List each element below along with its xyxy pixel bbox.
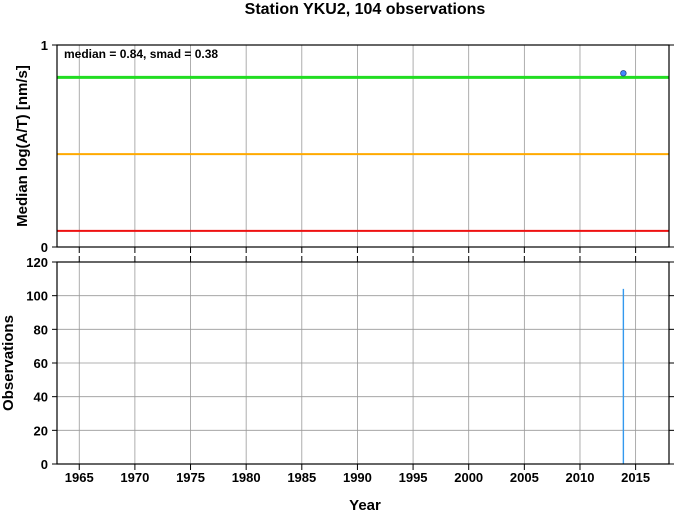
bottom-y-tick-label: 60 — [34, 356, 48, 371]
bottom-y-axis-label: Observations — [0, 315, 17, 411]
x-tick-label: 1990 — [343, 470, 372, 485]
x-tick-label: 1970 — [120, 470, 149, 485]
bottom-y-tick-label: 40 — [34, 390, 48, 405]
bottom-y-tick-label: 80 — [34, 322, 48, 337]
x-tick-label: 2005 — [510, 470, 539, 485]
top-y-tick-label: 1 — [41, 38, 48, 53]
x-axis-label: Year — [349, 497, 381, 511]
median-points — [620, 70, 627, 77]
top-y-axis-label: Median log(A/T) [nm/s] — [14, 65, 31, 227]
x-tick-label: 2010 — [566, 470, 595, 485]
bottom-y-tick-label: 100 — [26, 289, 48, 304]
bottom-y-tick-label: 20 — [34, 423, 48, 438]
top-y-ticks: 01 — [41, 38, 674, 255]
bottom-y-ticks: 0 20 40 60 80 100 120 — [26, 255, 674, 472]
bottom-grid — [57, 256, 669, 465]
reference-lines — [57, 75, 669, 232]
x-ticks: 1965 1970 1975 1980 1985 1990 1995 2000 2005 2010… — [65, 464, 650, 485]
median-point — [620, 70, 627, 77]
bottom-y-tick-label: 0 — [41, 457, 48, 472]
x-tick-label: 1995 — [399, 470, 428, 485]
chart-title: Station YKU2, 104 observations — [245, 1, 486, 18]
top-annotation: median = 0.84, smad = 0.38 — [64, 47, 218, 61]
x-tick-label: 2015 — [621, 470, 650, 485]
bottom-panel: 0 20 40 60 80 100 120 1965 1970 1975 1980 1985 1990… — [0, 255, 674, 511]
bottom-y-tick-label: 120 — [26, 255, 48, 270]
top-y-tick-label: 0 — [41, 240, 48, 255]
top-panel: 01 median = 0.84, smad = 0.38 Median log… — [14, 38, 674, 255]
x-tick-label: 1980 — [232, 470, 261, 485]
top-frame — [56, 44, 670, 248]
x-tick-label: 1965 — [65, 470, 94, 485]
x-tick-label: 2000 — [454, 470, 483, 485]
x-tick-label: 1985 — [287, 470, 316, 485]
x-tick-label: 1975 — [176, 470, 205, 485]
